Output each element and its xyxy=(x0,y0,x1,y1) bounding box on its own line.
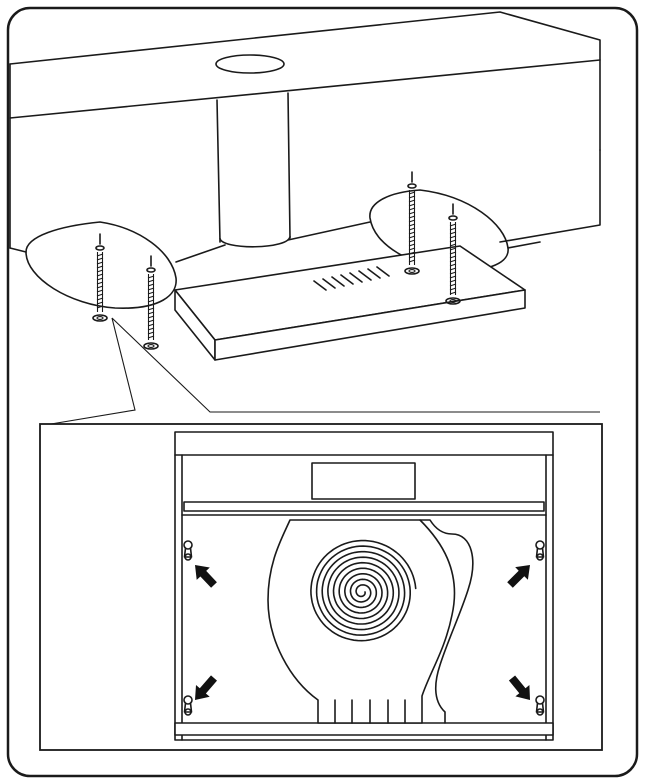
hood-top-view xyxy=(9,11,601,426)
hood-detail-view xyxy=(39,423,603,751)
keyhole-mount xyxy=(535,540,545,561)
fan-spiral xyxy=(310,539,417,642)
screw xyxy=(445,203,461,305)
mounting-points xyxy=(183,540,545,716)
keyhole-mount xyxy=(183,695,193,716)
front-rail xyxy=(183,501,545,512)
arrow-icon xyxy=(507,565,530,588)
keyhole-mount xyxy=(183,540,193,561)
range-hood-body xyxy=(174,245,526,361)
left-detail-bubble xyxy=(25,221,177,309)
control-panel-window xyxy=(311,462,416,500)
screw xyxy=(404,171,420,275)
vent-slots xyxy=(313,266,390,291)
wall-cabinet xyxy=(9,11,601,249)
keyhole-mount xyxy=(535,695,545,716)
screw xyxy=(92,233,108,322)
mounting-screws xyxy=(92,171,461,350)
bottom-rail xyxy=(174,722,554,736)
arrow-icon xyxy=(195,675,217,700)
arrow-icon xyxy=(195,565,217,588)
arrow-icon xyxy=(508,675,530,700)
screw xyxy=(143,255,159,350)
fan-wheel xyxy=(310,539,417,642)
detail-leader-lines xyxy=(44,317,600,426)
chimney-duct xyxy=(216,92,291,248)
direction-arrows xyxy=(195,565,530,700)
figure-frame xyxy=(6,6,639,778)
